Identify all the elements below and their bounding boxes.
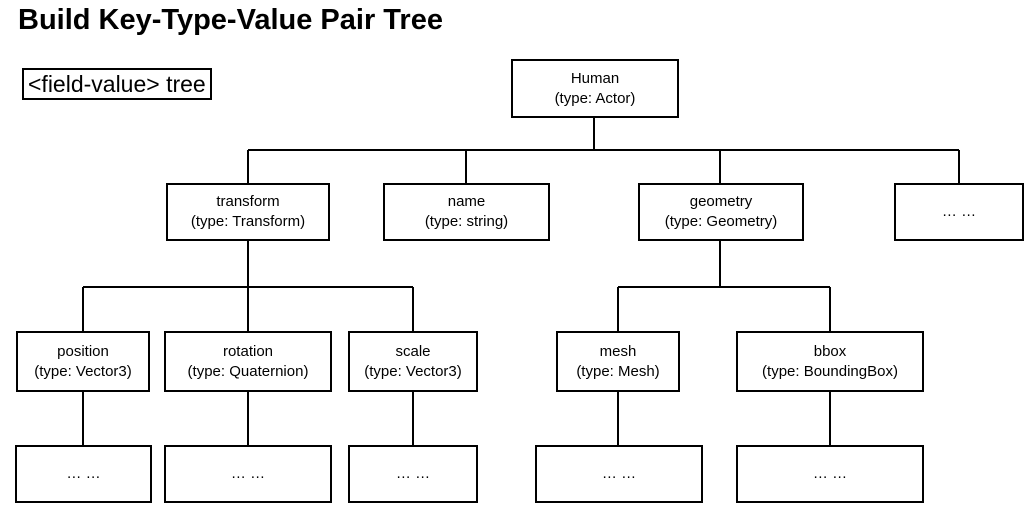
tree-legend: <field-value> tree xyxy=(22,68,212,100)
node-bbox-name: bbox xyxy=(813,342,847,360)
node-transform-type: (type: Transform) xyxy=(190,213,306,230)
node-mesh: mesh (type: Mesh) xyxy=(556,331,680,392)
node-human-name: Human xyxy=(570,69,620,87)
node-mesh-type: (type: Mesh) xyxy=(576,362,660,380)
node-position-value-text: … … xyxy=(66,465,101,482)
node-more-top-name: … … xyxy=(941,203,977,220)
node-geometry-name: geometry xyxy=(689,193,753,210)
node-bbox-type: (type: BoundingBox) xyxy=(762,362,898,380)
node-bbox-value: … … xyxy=(736,445,924,503)
node-scale-value-text: … … xyxy=(395,465,431,482)
node-transform: transform (type: Transform) xyxy=(166,183,330,241)
node-bbox-value-text: … … xyxy=(812,465,848,482)
node-rotation-value-text: … … xyxy=(230,465,266,482)
node-position-name: position xyxy=(57,342,109,360)
node-scale-name: scale xyxy=(395,342,431,360)
node-scale-type: (type: Vector3) xyxy=(364,362,462,380)
node-rotation-type: (type: Quaternion) xyxy=(187,362,309,380)
node-scale-value: … … xyxy=(348,445,478,503)
node-rotation-name: rotation xyxy=(222,342,274,360)
node-position-value: … … xyxy=(15,445,152,503)
node-human-type: (type: Actor) xyxy=(554,89,636,107)
page-title: Build Key-Type-Value Pair Tree xyxy=(18,4,443,36)
node-mesh-value-text: … … xyxy=(601,465,637,482)
node-mesh-value: … … xyxy=(535,445,703,503)
node-human: Human (type: Actor) xyxy=(511,59,679,118)
node-name-type: (type: string) xyxy=(424,213,509,230)
node-mesh-name: mesh xyxy=(599,342,637,360)
node-geometry-type: (type: Geometry) xyxy=(664,213,778,230)
node-position: position (type: Vector3) xyxy=(16,331,150,392)
node-transform-name: transform xyxy=(216,193,280,210)
node-position-type: (type: Vector3) xyxy=(34,362,132,380)
node-rotation: rotation (type: Quaternion) xyxy=(164,331,332,392)
node-name-name: name xyxy=(447,193,486,210)
node-more-top: … … xyxy=(894,183,1024,241)
node-name: name (type: string) xyxy=(383,183,550,241)
node-rotation-value: … … xyxy=(164,445,332,503)
node-bbox: bbox (type: BoundingBox) xyxy=(736,331,924,392)
node-scale: scale (type: Vector3) xyxy=(348,331,478,392)
node-geometry: geometry (type: Geometry) xyxy=(638,183,804,241)
